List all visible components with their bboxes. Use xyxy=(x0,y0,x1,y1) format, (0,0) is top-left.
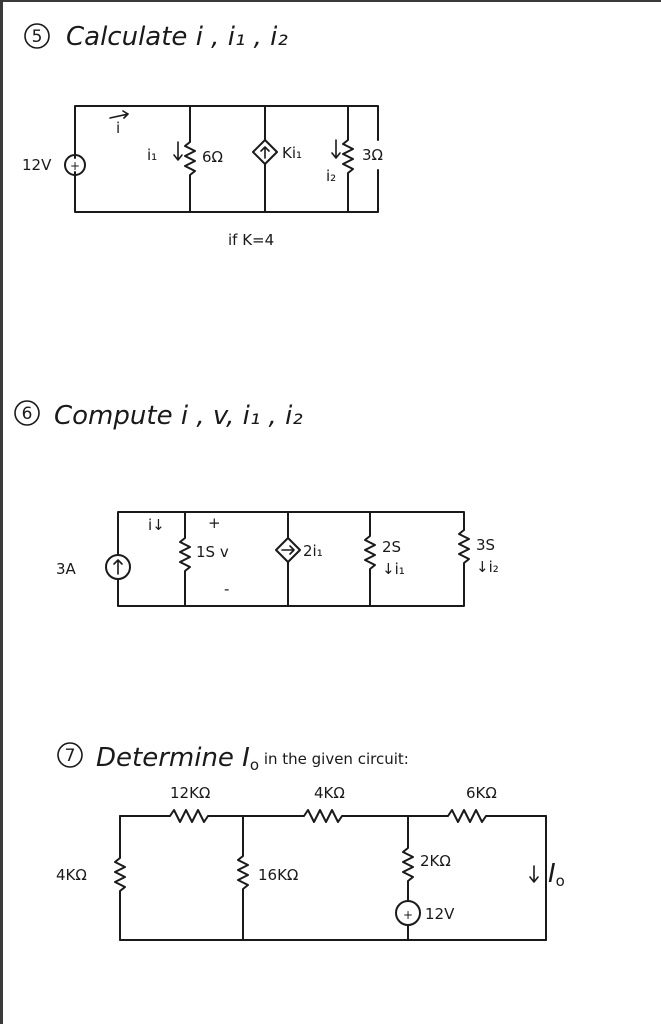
plus-sign: + xyxy=(208,514,221,532)
output-current-sub: o xyxy=(556,872,565,890)
voltage-source-label: 12V xyxy=(425,905,455,923)
condition-note: if K=4 xyxy=(228,231,274,249)
conductance-2s xyxy=(364,511,376,607)
wire-bottom xyxy=(74,169,379,213)
dependent-source-label: Ki₁ xyxy=(282,144,302,162)
problem-title-sub: o xyxy=(250,756,259,774)
voltage-source-icon xyxy=(64,154,86,176)
problem-7: 7 Determine Io in the given circuit: 12K… xyxy=(56,742,565,941)
problem-title: Calculate i , i₁ , i₂ xyxy=(66,22,288,52)
current-source-label: 3A xyxy=(56,560,77,578)
resistor-16k-label: 16KΩ xyxy=(258,866,298,884)
current-arrow-io-icon xyxy=(529,865,539,883)
conductance-3s-label: 3S xyxy=(476,536,495,554)
resistor-6-ohm xyxy=(184,105,196,213)
current-label-i: i↓ xyxy=(148,516,165,534)
problem-title-main: Determine I xyxy=(96,743,250,773)
minus-sign: - xyxy=(224,580,229,598)
problem-5: 5 Calculate i , i₁ , i₂ + 12V i i₁ 6Ω Ki… xyxy=(22,22,383,249)
problem-number: 7 xyxy=(65,746,76,766)
wire-top xyxy=(74,105,379,159)
problem-title: Compute i , v, i₁ , i₂ xyxy=(54,401,303,431)
page-border-left xyxy=(0,0,3,1024)
conductance-1s-label: 1S v xyxy=(196,543,229,561)
current-source-arrow-icon xyxy=(113,559,123,575)
current-source-icon xyxy=(105,554,131,580)
current-label-i1: i₁ xyxy=(147,146,157,164)
dependent-source-icon xyxy=(252,139,278,165)
problem-title: Determine Io in the given circuit: xyxy=(96,743,409,774)
current-label-i: i xyxy=(116,119,120,137)
resistor-6k-label: 6KΩ xyxy=(466,784,497,802)
dependent-source-icon xyxy=(275,537,301,563)
circuit-7: 12KΩ 4KΩ 6KΩ 4KΩ 16KΩ 2KΩ + 12V Io xyxy=(56,784,565,941)
dependent-source-arrow-icon xyxy=(260,146,270,159)
resistor-4k-left xyxy=(114,815,126,941)
problem-6: 6 Compute i , v, i₁ , i₂ 3A i↓ + 1S v - … xyxy=(14,400,499,607)
problem-title-rest: in the given circuit: xyxy=(259,750,409,768)
wire-top xyxy=(117,511,465,556)
page-border-top xyxy=(0,0,661,2)
problem-number: 5 xyxy=(32,27,43,47)
conductance-1s xyxy=(179,511,191,607)
current-arrow-i1-icon xyxy=(173,141,183,161)
current-label-i2: i₂ xyxy=(326,167,336,185)
resistor-4k-top-label: 4KΩ xyxy=(314,784,345,802)
voltage-source-sign: + xyxy=(403,908,413,922)
resistor-12k-label: 12KΩ xyxy=(170,784,210,802)
voltage-source-icon xyxy=(395,900,421,926)
conductance-2s-label: 2S xyxy=(382,538,401,556)
resistor-16k xyxy=(237,815,249,941)
wire-bottom xyxy=(117,571,465,607)
problem-number-circle xyxy=(24,23,50,49)
conductance-3s xyxy=(458,529,470,573)
resistor-3-ohm-label: 3Ω xyxy=(362,146,383,164)
circuit-6: 3A i↓ + 1S v - 2i₁ 2S ↓i₁ 3S ↓i₂ xyxy=(56,511,499,607)
resistor-4k-left-label: 4KΩ xyxy=(56,866,87,884)
current-arrow-i2-icon xyxy=(331,139,341,159)
voltage-source-sign: + xyxy=(70,159,80,173)
output-current-main: I xyxy=(548,859,556,889)
wire-top-series xyxy=(119,809,547,823)
current-arrow-icon xyxy=(109,110,129,119)
output-current-label: Io xyxy=(548,859,565,890)
dependent-source-label: 2i₁ xyxy=(303,542,323,560)
problem-number-circle xyxy=(14,400,40,426)
circuit-5: + 12V i i₁ 6Ω Ki₁ i₂ 3Ω xyxy=(22,105,383,213)
resistor-6-ohm-label: 6Ω xyxy=(202,148,223,166)
current-label-i1: ↓i₁ xyxy=(382,560,405,578)
resistor-3-ohm xyxy=(342,105,354,213)
dependent-source-arrow-icon xyxy=(281,545,295,555)
current-label-i2: ↓i₂ xyxy=(476,558,499,576)
problem-number-circle xyxy=(57,742,83,768)
resistor-2k-label: 2KΩ xyxy=(420,852,451,870)
voltage-source-label: 12V xyxy=(22,156,52,174)
problem-number: 6 xyxy=(22,404,33,424)
resistor-2k xyxy=(402,815,414,941)
